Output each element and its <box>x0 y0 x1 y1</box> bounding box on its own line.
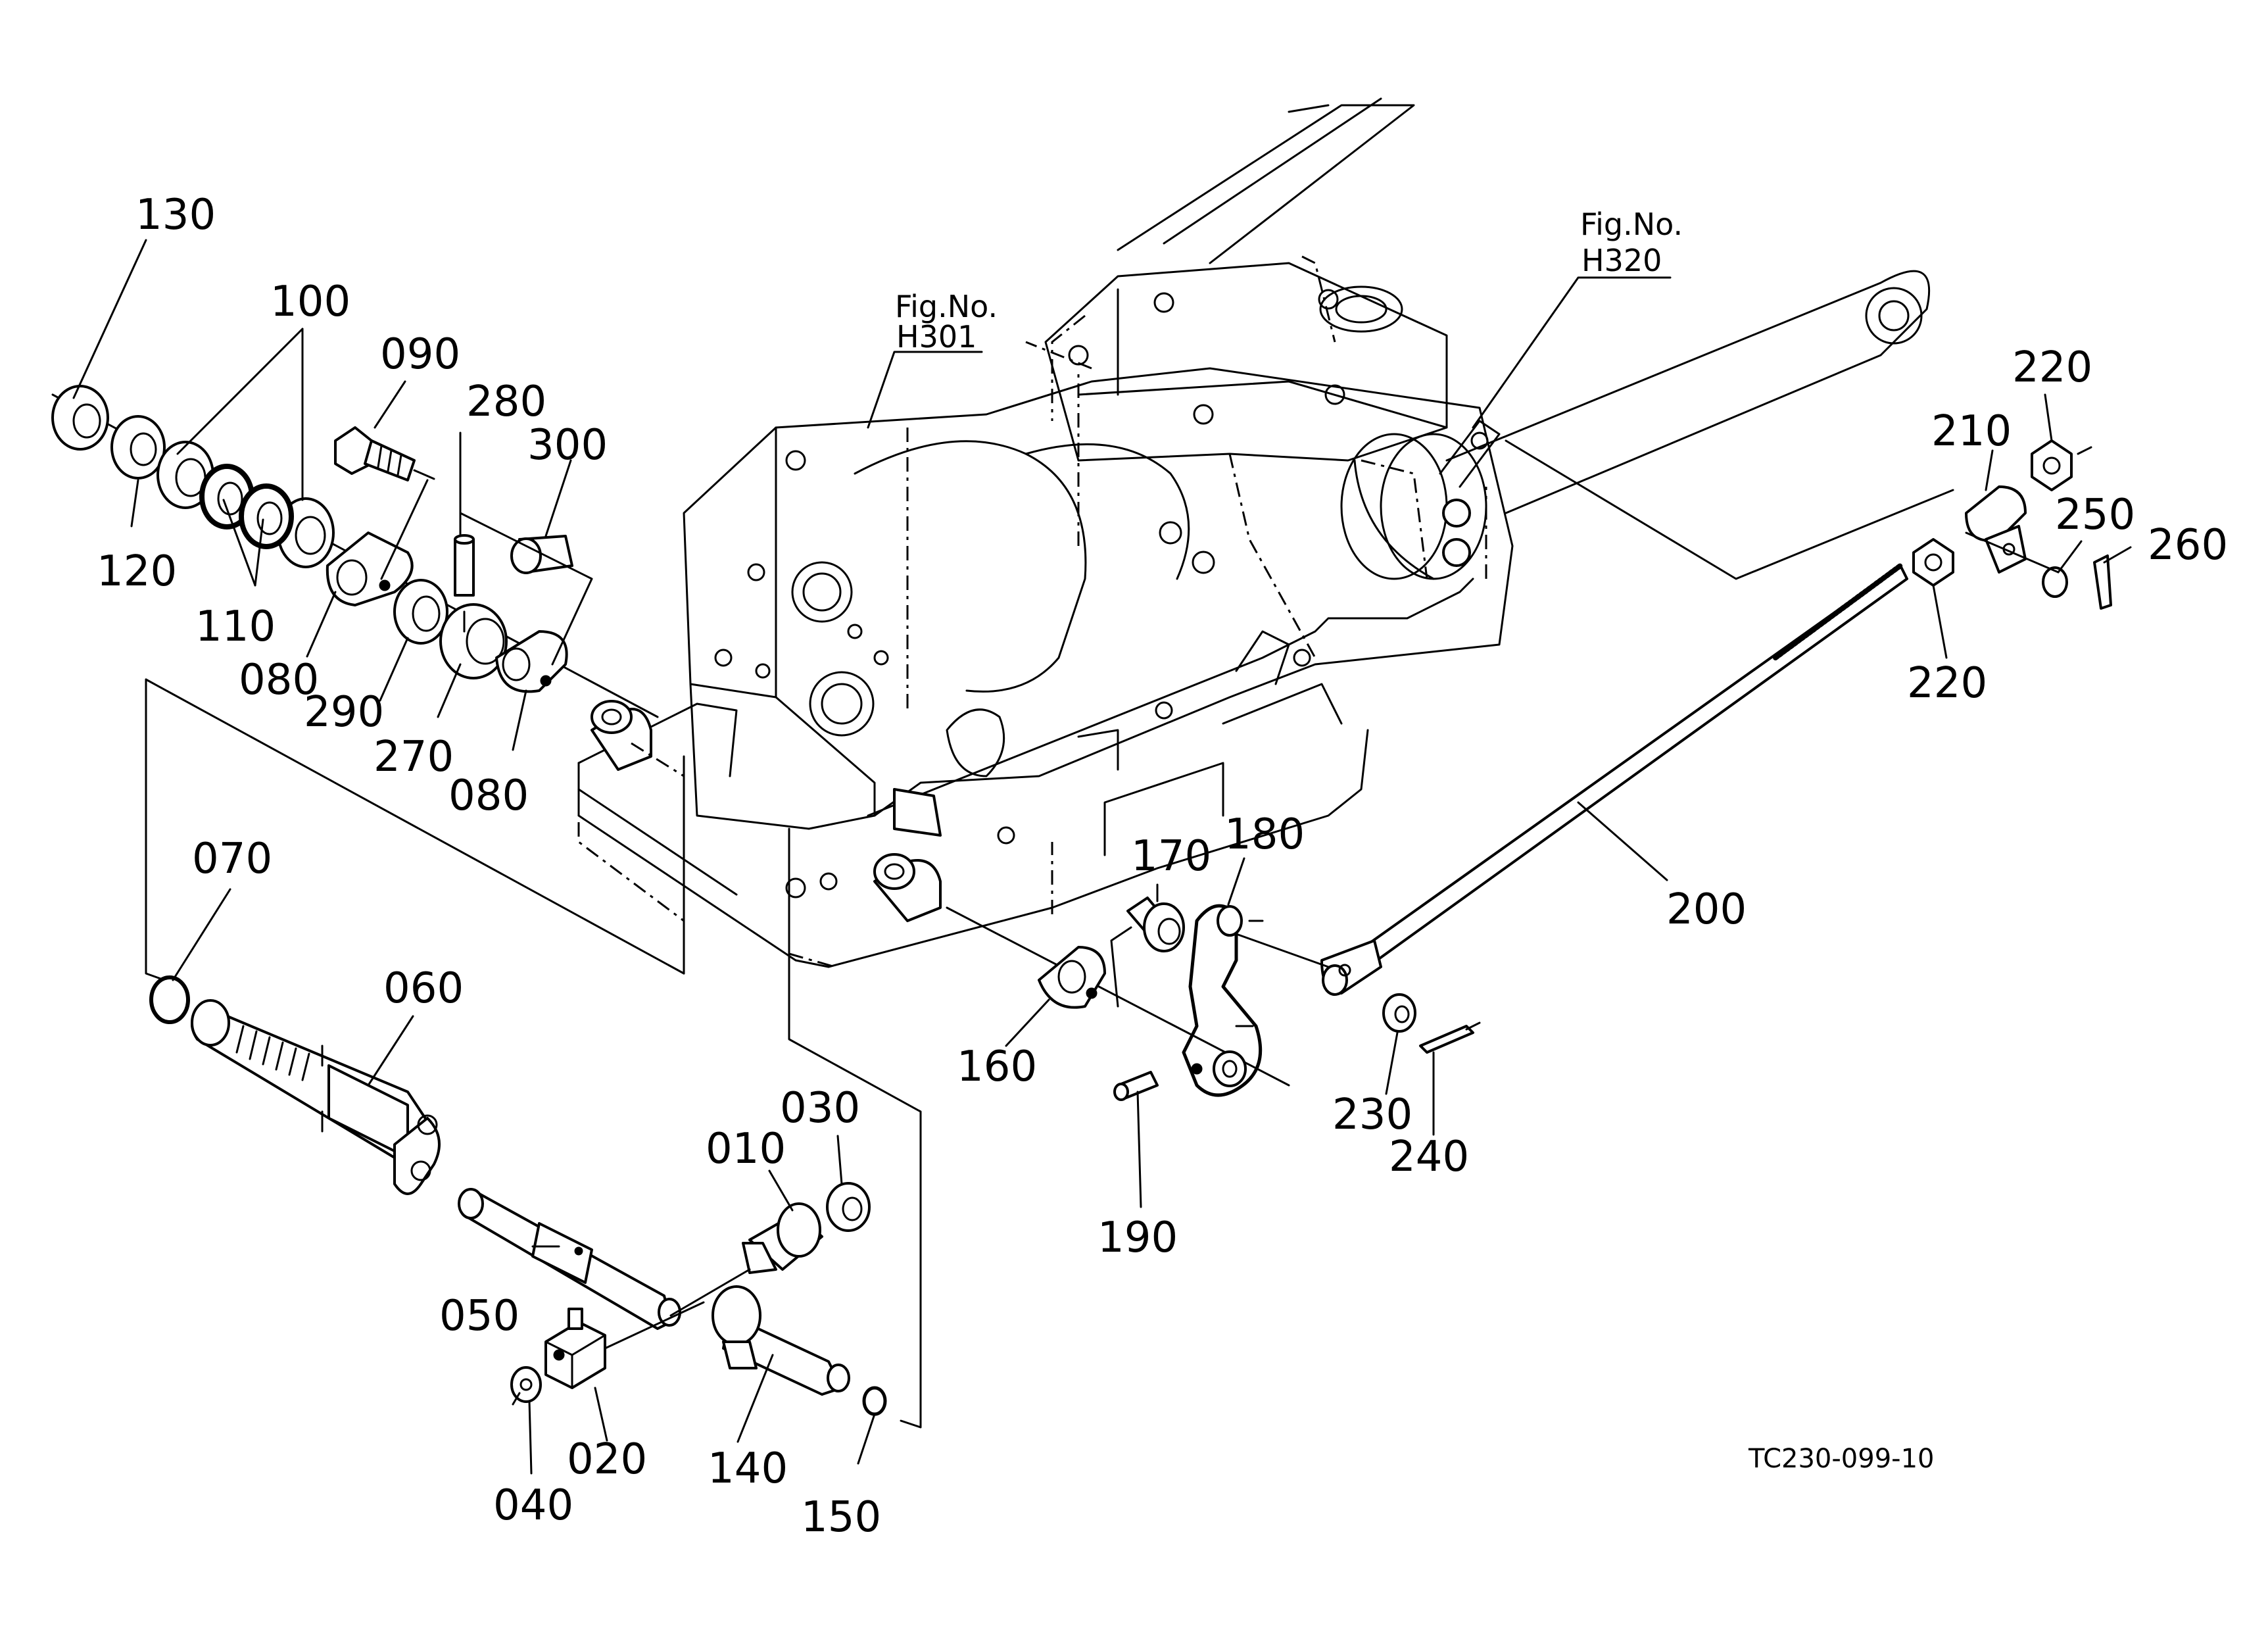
part-150-oring <box>862 1386 887 1416</box>
figure-ref-number: H320 <box>1581 243 1662 278</box>
callout-100: 100 <box>270 278 350 326</box>
callout-070: 070 <box>192 835 272 883</box>
callout-050: 050 <box>439 1292 519 1340</box>
part-040-clip <box>510 1366 542 1406</box>
part-270-bushing <box>439 603 508 679</box>
callout-220: 220 <box>1907 659 1987 708</box>
callout-040: 040 <box>493 1481 573 1530</box>
part-200-rod <box>1320 563 1908 996</box>
callout-060: 060 <box>383 964 464 1013</box>
part-020-block <box>544 1308 606 1389</box>
part-030-nut <box>826 1182 871 1232</box>
part-220-nut <box>1912 538 1954 587</box>
callout-150: 150 <box>801 1493 881 1542</box>
part-160-plate <box>1038 946 1106 1009</box>
part-260-pin <box>2093 554 2112 610</box>
callout-180: 180 <box>1224 810 1305 859</box>
figure-ref-label: Fig.No. <box>1580 207 1683 242</box>
part-180-arm <box>1182 904 1264 1097</box>
figure-ref-label: Fig.No. <box>895 289 998 324</box>
callout-030: 030 <box>780 1084 860 1133</box>
part-110-washer <box>239 483 294 549</box>
part-280-pin <box>454 538 475 597</box>
part-170-plug <box>1126 897 1185 952</box>
part-220-nut <box>2031 439 2073 491</box>
callout-250: 250 <box>2055 491 2135 539</box>
part-230-washer <box>1382 993 1416 1033</box>
callout-120: 120 <box>97 547 177 596</box>
leader-lines <box>72 239 2132 1475</box>
callout-080: 080 <box>448 772 529 820</box>
callout-290: 290 <box>304 688 384 737</box>
callout-210: 210 <box>1931 407 2012 456</box>
callout-170: 170 <box>1131 832 1211 881</box>
callout-260: 260 <box>2148 521 2228 570</box>
callout-010: 010 <box>706 1125 786 1173</box>
callout-labels: 130 100 090 280 300 120 110 080 290 270 … <box>97 191 2228 1542</box>
callout-230: 230 <box>1332 1091 1412 1139</box>
callout-190: 190 <box>1098 1214 1178 1262</box>
part-240-pin <box>1419 1025 1474 1054</box>
upper-left-parts <box>51 385 659 718</box>
part-070-oring <box>149 975 190 1024</box>
callout-300: 300 <box>527 421 608 470</box>
drawing-code: TC230-099-10 <box>1748 1444 1934 1474</box>
part-060-shaft <box>191 999 441 1195</box>
callout-270: 270 <box>374 733 454 781</box>
right-linkage-parts <box>946 439 2112 1101</box>
callout-110: 110 <box>195 602 276 651</box>
part-080-plate <box>326 531 414 606</box>
callout-280: 280 <box>466 378 546 426</box>
housing-assembly <box>577 97 1931 968</box>
part-090-bolt <box>334 426 435 481</box>
part-140-lever <box>712 1285 850 1396</box>
callout-220: 220 <box>2012 343 2092 392</box>
part-250-washer <box>2042 566 2068 598</box>
part-050-shaft <box>458 1188 681 1330</box>
callout-130: 130 <box>135 191 216 239</box>
callout-080: 080 <box>239 656 319 704</box>
figure-ref-number: H301 <box>896 319 977 355</box>
figure-ref-h320: Fig.No. H320 <box>1472 207 1683 429</box>
callout-200: 200 <box>1666 885 1747 934</box>
part-010-fitting <box>742 1202 823 1274</box>
lower-left-parts <box>145 678 922 1429</box>
part-190-pin <box>1113 1071 1159 1101</box>
part-210-clevis <box>1965 485 2027 574</box>
figure-ref-h301: Fig.No. H301 <box>867 289 998 429</box>
callout-240: 240 <box>1389 1133 1469 1181</box>
callout-020: 020 <box>567 1435 647 1484</box>
callout-090: 090 <box>380 330 460 379</box>
callout-140: 140 <box>708 1444 788 1493</box>
callout-160: 160 <box>957 1043 1037 1091</box>
